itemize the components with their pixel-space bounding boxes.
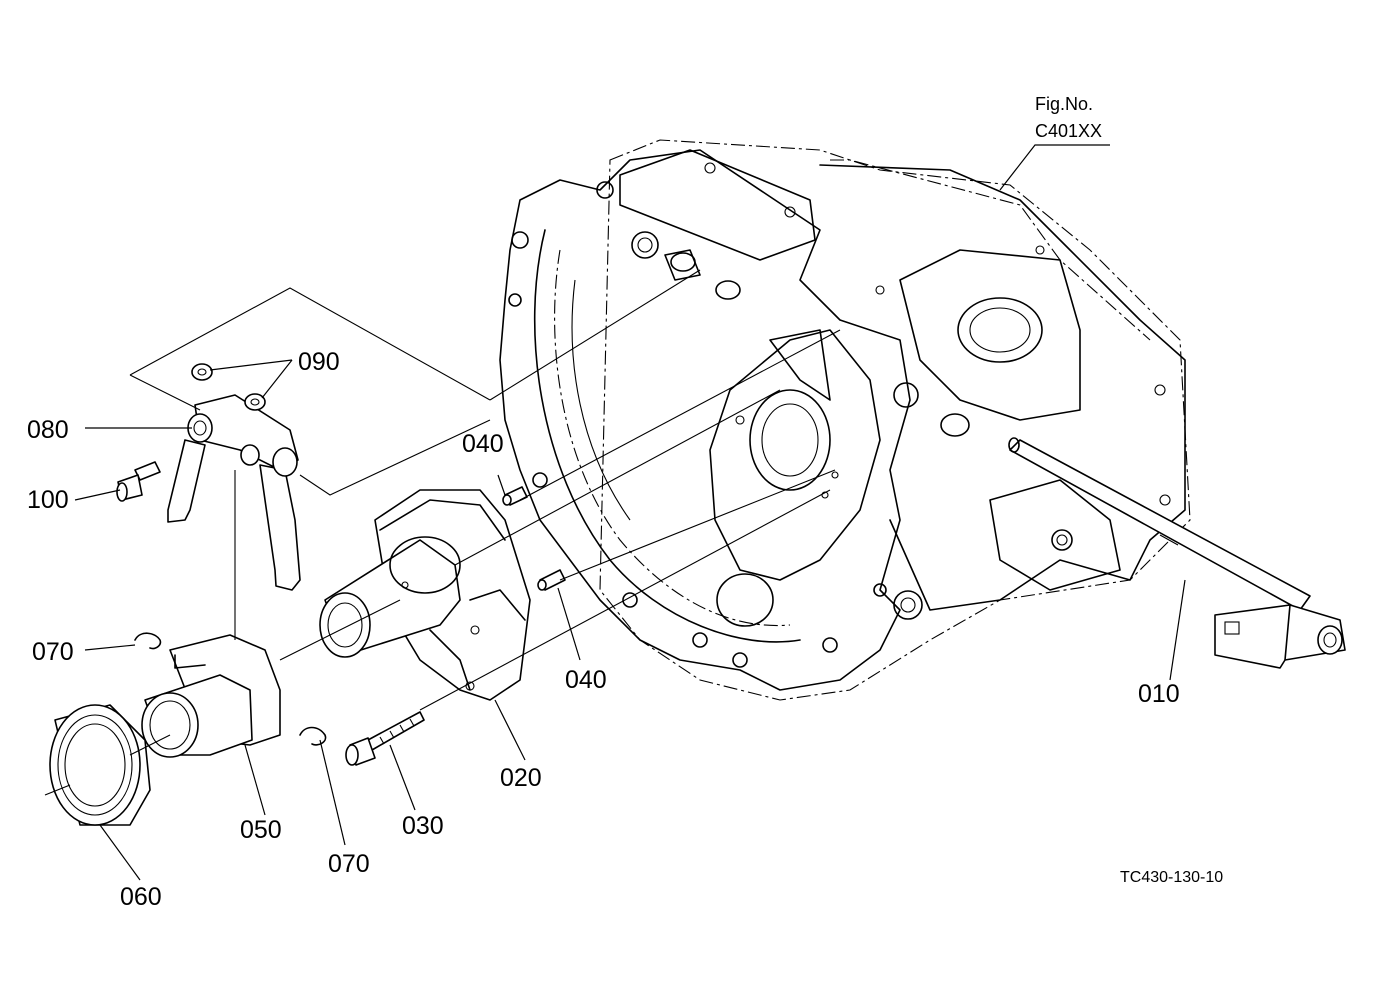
release-hub bbox=[319, 489, 531, 701]
callout-100: 100 bbox=[27, 486, 69, 514]
figure-reference: Fig.No. C401XX bbox=[1035, 94, 1102, 141]
callout-050: 050 bbox=[240, 816, 282, 844]
callout-090: 090 bbox=[298, 348, 340, 376]
callout-010: 010 bbox=[1138, 680, 1180, 708]
callout-040-upper: 040 bbox=[462, 430, 504, 458]
callout-070-lower: 070 bbox=[328, 850, 370, 878]
callout-080: 080 bbox=[27, 416, 69, 444]
release-sleeve bbox=[141, 634, 281, 758]
fig-ref-line2: C401XX bbox=[1035, 121, 1102, 141]
washer-090-right bbox=[244, 393, 266, 411]
callout-060: 060 bbox=[120, 883, 162, 911]
clip-070-upper bbox=[134, 632, 162, 650]
leader-lines bbox=[74, 144, 1186, 881]
pin-040-upper bbox=[502, 486, 528, 506]
fig-ref-line1: Fig.No. bbox=[1035, 94, 1093, 114]
bolt-030 bbox=[345, 711, 425, 766]
drawing-code: TC430-130-10 bbox=[1120, 869, 1223, 886]
release-fork bbox=[167, 394, 301, 591]
callout-030: 030 bbox=[402, 812, 444, 840]
clutch-housing bbox=[499, 139, 1191, 701]
callout-040-lower: 040 bbox=[565, 666, 607, 694]
assembly-lines bbox=[129, 269, 841, 756]
callout-070-upper: 070 bbox=[32, 638, 74, 666]
washer-090-left bbox=[191, 363, 213, 381]
pin-040-lower bbox=[537, 569, 566, 591]
clutch-lever-shaft bbox=[1008, 437, 1346, 669]
callout-020: 020 bbox=[500, 764, 542, 792]
bolt-100 bbox=[116, 461, 161, 502]
clip-070-lower bbox=[299, 726, 327, 746]
release-bearing bbox=[44, 704, 151, 826]
